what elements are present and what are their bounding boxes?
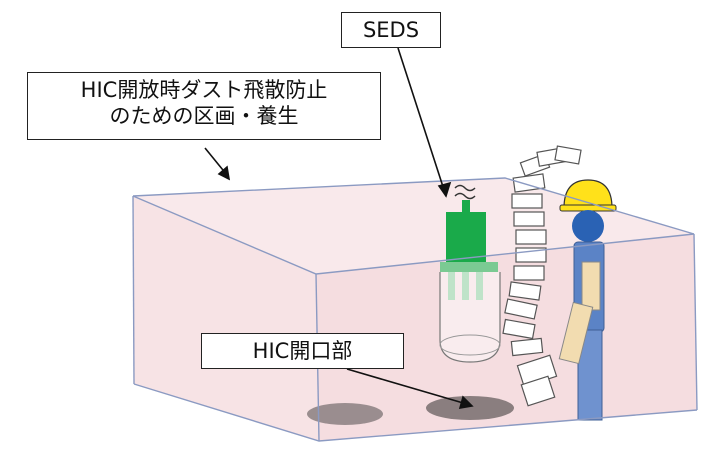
seds-container-rim bbox=[439, 334, 501, 356]
worker-upper-arm bbox=[581, 261, 601, 311]
enclosure bbox=[133, 178, 697, 441]
dust-callout-line1: HIC開放時ダスト飛散防止 bbox=[80, 78, 328, 102]
seds-prong-3 bbox=[476, 272, 483, 300]
squiggle-icon bbox=[454, 184, 476, 200]
hic-opening-left bbox=[307, 403, 383, 425]
dust-callout-line2: のための区画・養生 bbox=[109, 104, 299, 129]
seds-stem bbox=[462, 200, 470, 214]
hic-callout-text: HIC開口部 bbox=[252, 339, 353, 363]
seds-arrow bbox=[397, 47, 447, 197]
seds-head bbox=[446, 212, 486, 226]
enclosure-edges bbox=[132, 177, 698, 442]
seds-container bbox=[439, 272, 501, 363]
worker-head bbox=[572, 210, 604, 242]
enclosure-back-face bbox=[133, 196, 319, 441]
worker-figure bbox=[558, 179, 617, 421]
flexible-duct bbox=[502, 145, 582, 407]
hic-arrow bbox=[346, 368, 471, 406]
seds-prong-1 bbox=[448, 272, 455, 300]
seds-device bbox=[439, 184, 501, 363]
dust-prevention-callout: HIC開放時ダスト飛散防止 のための区画・養生 bbox=[27, 72, 381, 140]
seds-callout-text: SEDS bbox=[362, 18, 420, 42]
hic-opening-callout: HIC開口部 bbox=[201, 333, 404, 369]
seds-callout: SEDS bbox=[341, 12, 441, 48]
seds-body bbox=[446, 226, 486, 262]
seds-prong-2 bbox=[462, 272, 469, 300]
worker-helmet bbox=[563, 179, 613, 209]
enclosure-top-face bbox=[133, 178, 694, 274]
seds-collar bbox=[440, 262, 498, 272]
worker-forearm bbox=[558, 301, 594, 365]
arrows bbox=[204, 47, 474, 409]
hic-opening-center bbox=[426, 396, 514, 420]
